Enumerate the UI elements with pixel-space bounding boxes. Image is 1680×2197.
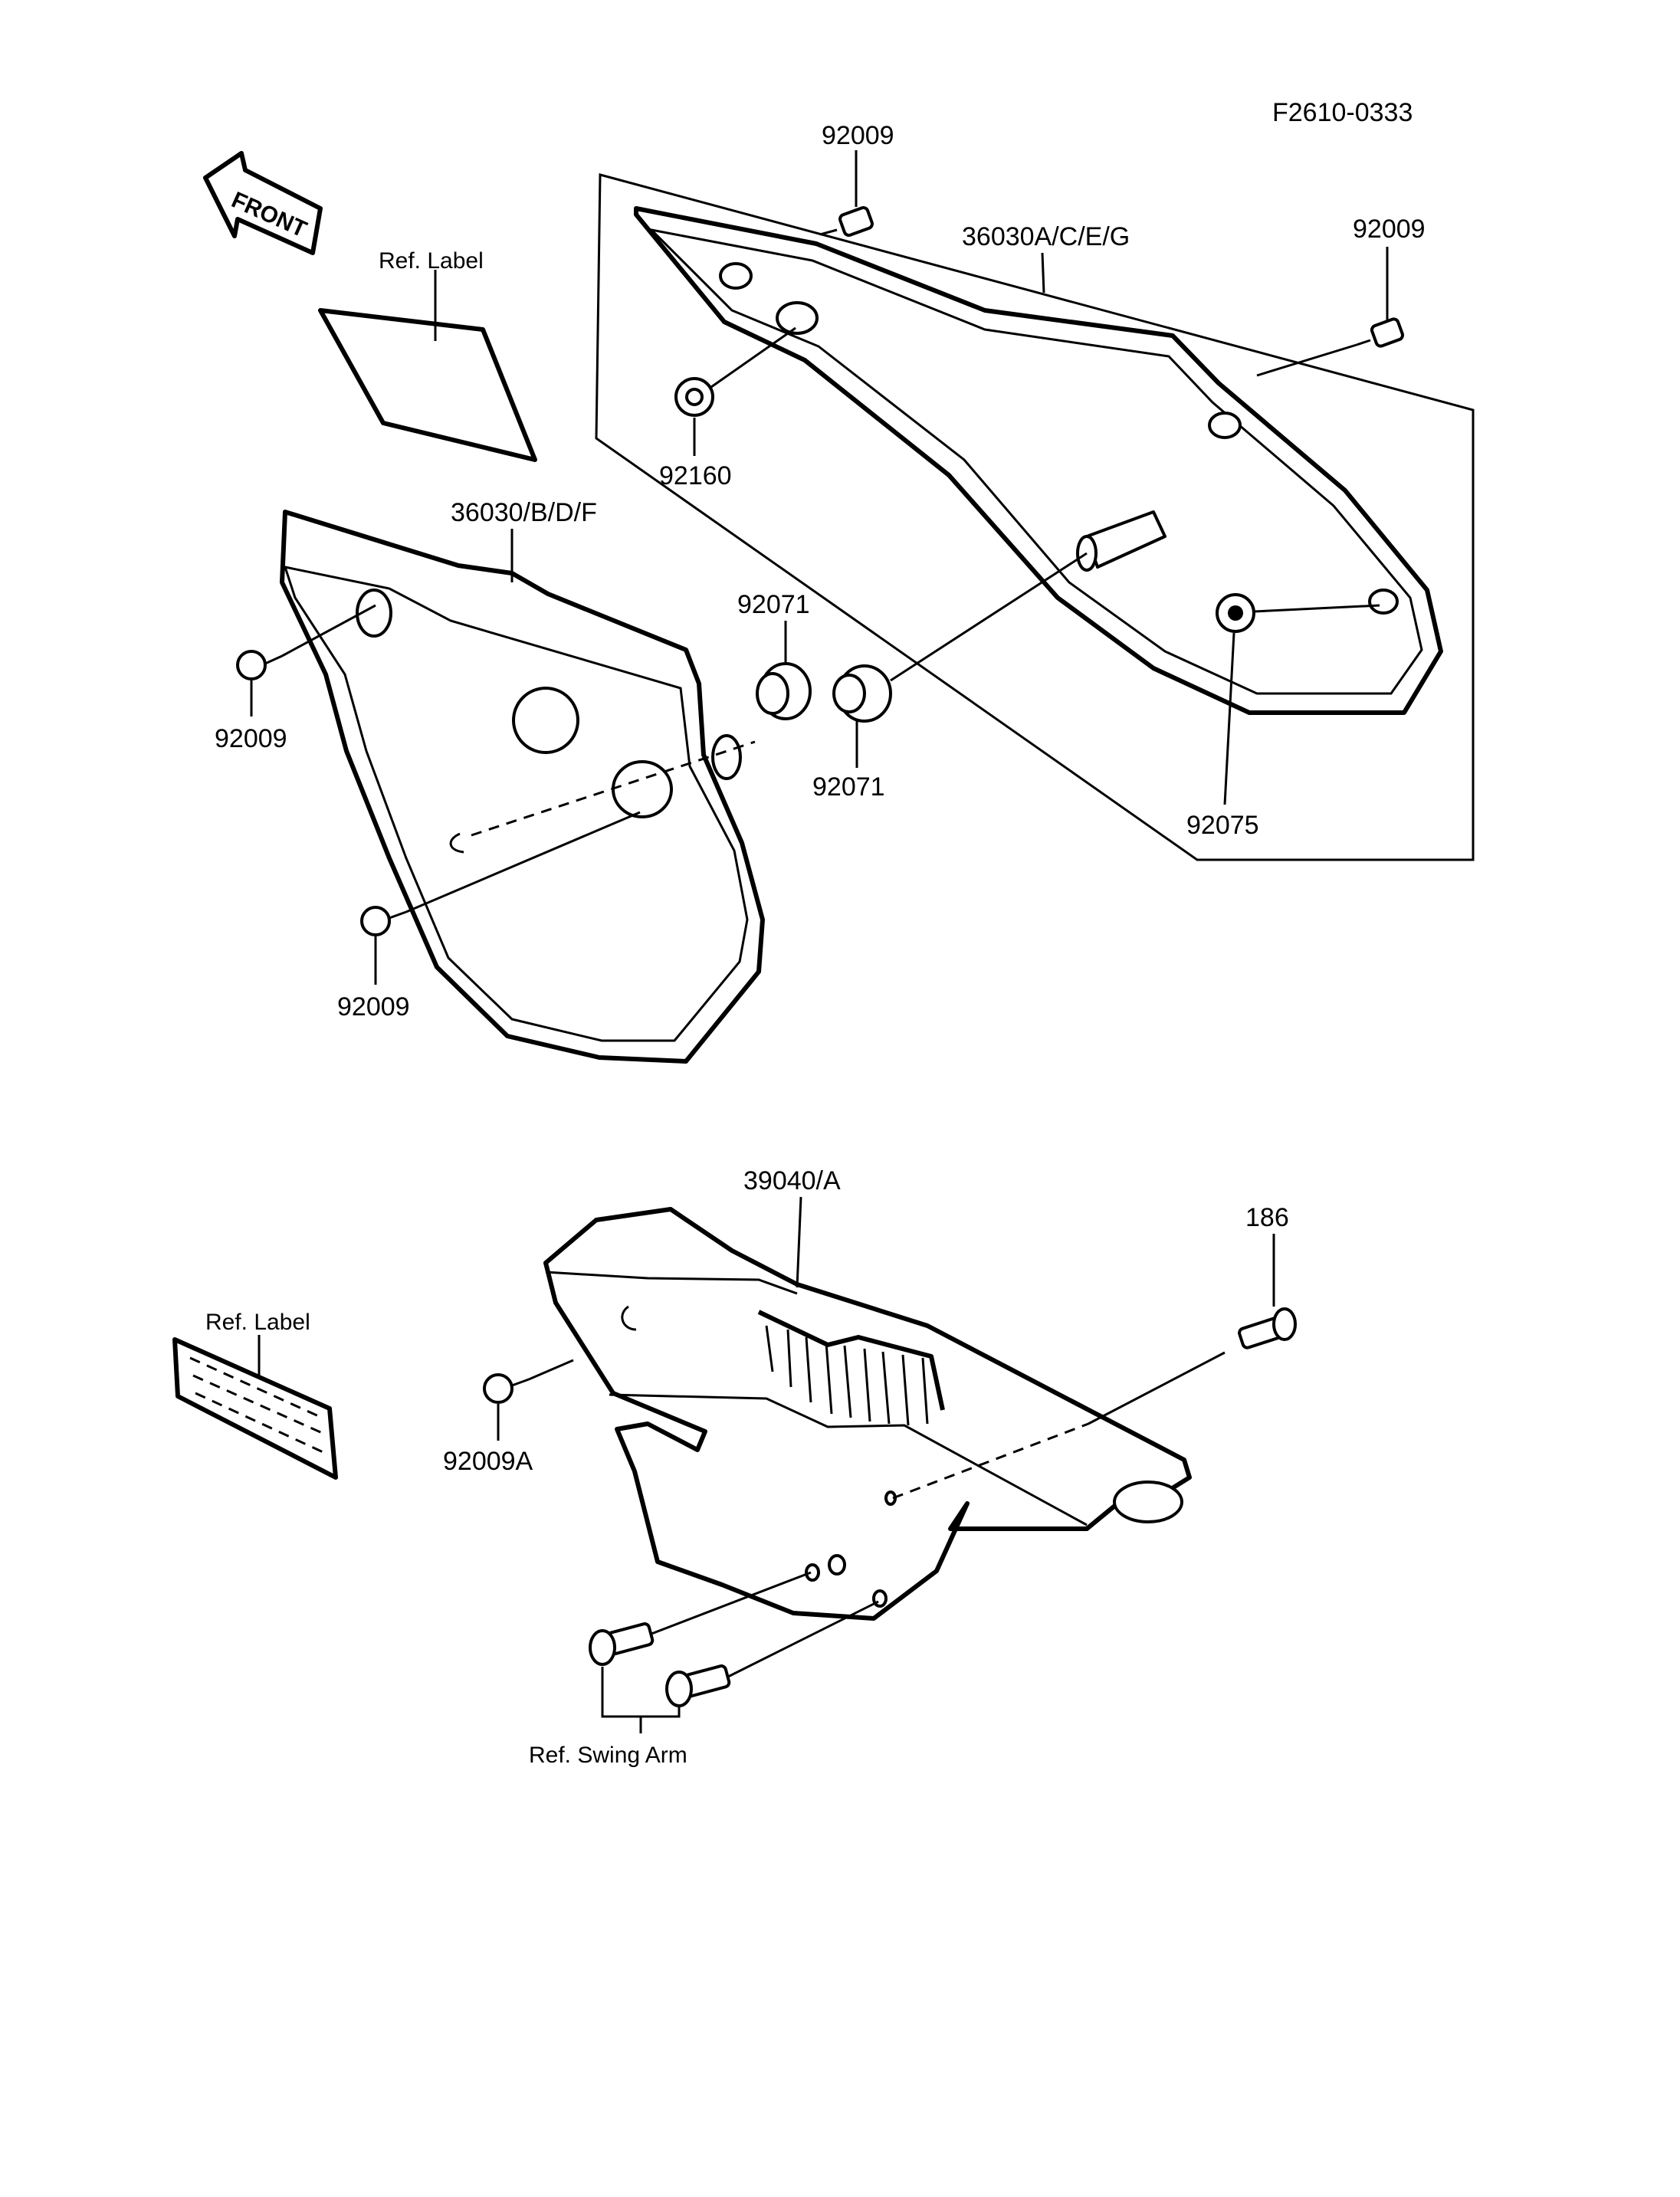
bolt-92009-top [819,150,874,237]
bolt-186 [1238,1234,1297,1349]
grommet-92075 [1216,593,1380,805]
part-92075: 92075 [1186,811,1259,840]
ref-swing-arm: Ref. Swing Arm [529,1743,687,1768]
grommet-92071-a [756,621,812,720]
part-92160: 92160 [659,461,732,490]
bolt-92009a [483,1359,574,1441]
part-92009-bottom: 92009 [337,992,410,1021]
part-92009-top: 92009 [822,121,894,150]
bolt-92009-left [236,604,376,716]
part-92009-left: 92009 [215,724,287,753]
part-36030-right: 36030A/C/E/G [962,222,1130,251]
part-186: 186 [1245,1203,1289,1232]
swing-arm-bolts [589,1571,879,1733]
left-side-cover [280,510,765,1064]
part-92009a: 92009A [443,1447,533,1476]
part-39040: 39040/A [743,1166,841,1195]
ref-label-top-sheet [318,270,537,462]
grommet-92160 [674,326,796,456]
part-92071-a: 92071 [737,590,810,619]
part-36030-left: 36030/B/D/F [451,498,597,527]
right-side-cover [634,206,1443,715]
grommet-92071-b [832,552,1088,768]
ref-label-bottom-sheet [172,1335,338,1480]
right-cover-frame [595,173,1475,861]
figure-code: F2610-0333 [1272,98,1413,127]
ref-label-bottom: Ref. Label [205,1310,310,1335]
bolt-92009-right [1256,247,1405,377]
ref-label-top: Ref. Label [379,248,484,274]
part-92071-b: 92071 [812,772,885,802]
bolt-92009-bottom [360,811,641,985]
chain-guard [543,1207,1192,1621]
front-arrow-icon: FRONT [203,151,323,255]
part-92009-right: 92009 [1353,215,1426,244]
